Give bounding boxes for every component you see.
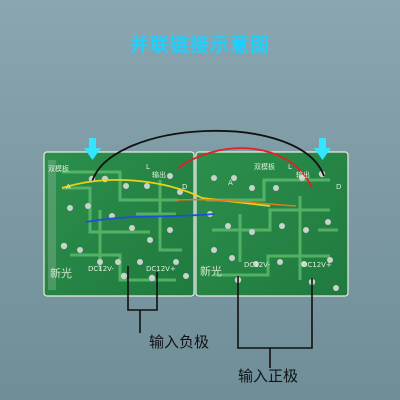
right-terminal-l: L: [288, 163, 292, 171]
right-terminal-a: A: [228, 179, 233, 187]
right-logo-mark: 新光: [200, 265, 222, 278]
input-positive-label: 输入正极: [238, 367, 299, 385]
negative-pointer-line: [127, 266, 158, 311]
left-logo-mark: 新光: [50, 267, 72, 280]
left-terminal-l: L: [146, 163, 150, 171]
right-terminal-d: D: [336, 183, 342, 191]
left-dc-neg-mark: DC12V-: [88, 265, 115, 273]
orange-wire: [175, 198, 297, 207]
black-wire: [91, 129, 325, 183]
yellow-wire: [61, 179, 271, 207]
left-output-mark: 输出: [152, 171, 166, 179]
marker-arrow-right: [314, 138, 331, 160]
red-wire: [177, 147, 313, 189]
left-terminal-a: A: [66, 183, 71, 191]
right-circuit-board: [195, 151, 349, 297]
left-brand-mark: 双模板: [48, 165, 69, 173]
right-dc-pos-mark: DC12V+: [302, 261, 332, 269]
positive-pointer-line: [237, 276, 313, 349]
left-terminal-d: D: [182, 183, 188, 191]
diagram-title: 并联链接示意图: [129, 34, 270, 56]
left-circuit-board: [43, 151, 195, 297]
blue-wire: [85, 213, 215, 223]
left-dc-pos-mark: DC12V+: [146, 265, 176, 273]
marker-arrow-left: [84, 138, 101, 160]
right-dc-neg-mark: DC12V-: [244, 261, 271, 269]
right-output-mark: 输出: [296, 171, 310, 179]
right-brand-mark: 双模板: [254, 163, 275, 171]
input-negative-label: 输入负极: [149, 333, 210, 351]
